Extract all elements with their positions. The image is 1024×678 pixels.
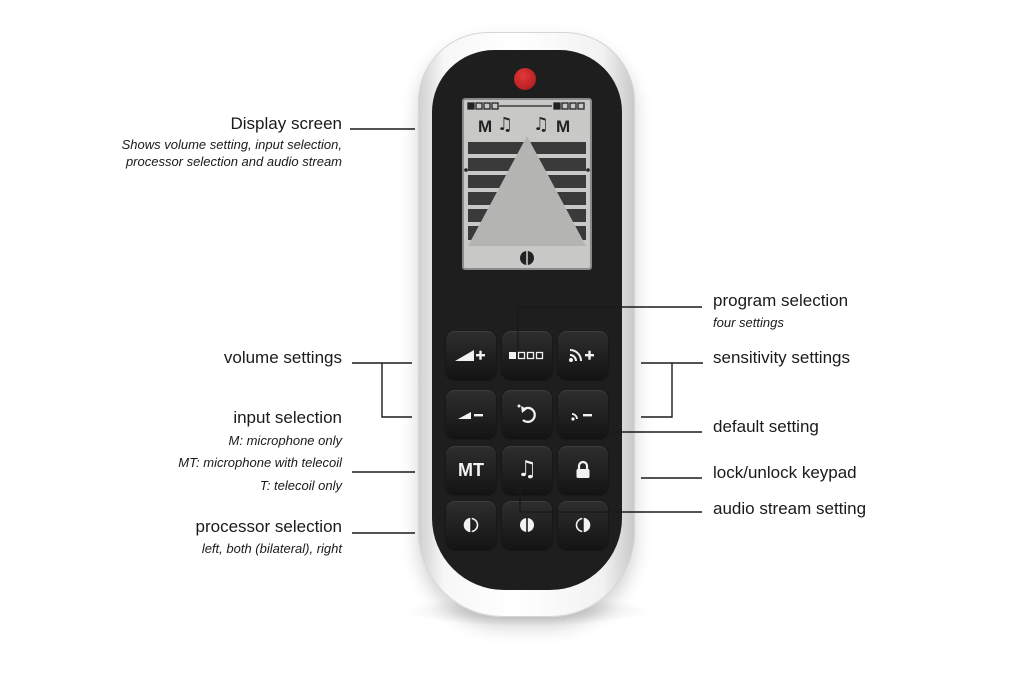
label-program-selection-title: program selection: [713, 291, 849, 310]
label-input-selection: input selection M: microphone only MT: m…: [178, 408, 342, 494]
default-setting-button[interactable]: [502, 390, 552, 438]
processor-left-icon: [463, 517, 479, 533]
lcd-processor-both-icon: [520, 250, 534, 266]
processor-left-button[interactable]: [446, 501, 496, 549]
label-program-selection: program selection four settings: [713, 291, 848, 331]
label-input-selection-line2: MT: microphone with telecoil: [178, 455, 342, 471]
lcd-left-dot: [464, 168, 468, 172]
sensitivity-up-button[interactable]: [558, 331, 608, 379]
processor-both-icon: [520, 517, 534, 533]
display-screen-graphic: M ♫ ♫ M: [464, 102, 590, 266]
lcd-right-note-icon: ♫: [533, 114, 549, 135]
input-selection-label: MT: [458, 460, 484, 480]
label-audio-stream: audio stream setting: [713, 499, 866, 519]
label-input-selection-line1: M: microphone only: [228, 432, 342, 448]
lcd-right-mode: M: [556, 117, 570, 136]
label-processor-selection-title: processor selection: [195, 517, 342, 536]
sensitivity-up-icon: [569, 349, 594, 362]
label-lock-keypad: lock/unlock keypad: [713, 463, 857, 483]
audio-stream-button[interactable]: ♫: [502, 446, 552, 494]
label-display-screen-line2: processor selection and audio stream: [125, 154, 342, 170]
lcd-left-mode: M: [478, 117, 492, 136]
sensitivity-down-icon: [571, 413, 592, 421]
label-display-screen: Display screen Shows volume setting, inp…: [122, 114, 342, 171]
volume-up-icon: [455, 350, 485, 361]
label-display-screen-line1: Shows volume setting, input selection,: [121, 136, 342, 152]
label-volume-settings: volume settings: [224, 348, 342, 368]
label-default-setting-title: default setting: [713, 417, 819, 436]
music-note-icon: ♫: [517, 457, 537, 482]
label-sensitivity-settings-title: sensitivity settings: [713, 348, 850, 367]
volume-up-button[interactable]: [446, 331, 496, 379]
volume-down-button[interactable]: [446, 390, 496, 438]
program-indicator-icon: [509, 351, 544, 360]
sensitivity-down-button[interactable]: [558, 390, 608, 438]
leader-volume-bracket: [381, 363, 412, 418]
label-processor-selection-line1: left, both (bilateral), right: [201, 540, 342, 556]
lcd-left-note-icon: ♫: [497, 114, 513, 135]
lock-icon: [576, 460, 590, 478]
label-lock-keypad-title: lock/unlock keypad: [713, 463, 857, 482]
program-button[interactable]: [502, 331, 552, 379]
label-default-setting: default setting: [713, 417, 819, 437]
lcd-program-indicators-left: [467, 102, 499, 110]
reset-icon: [517, 404, 536, 423]
processor-both-button[interactable]: [502, 501, 552, 549]
label-audio-stream-title: audio stream setting: [713, 499, 867, 518]
input-selection-button[interactable]: MT: [446, 446, 496, 494]
label-sensitivity-settings: sensitivity settings: [713, 348, 850, 368]
lcd-volume-triangle: [468, 136, 586, 246]
volume-down-icon: [458, 412, 483, 419]
lock-button[interactable]: [558, 446, 608, 494]
label-program-selection-line1: four settings: [713, 314, 784, 330]
brand-logo-icon: [514, 68, 536, 90]
processor-right-button[interactable]: [558, 501, 608, 549]
label-display-screen-title: Display screen: [230, 114, 343, 133]
display-screen: M ♫ ♫ M: [462, 98, 592, 270]
processor-right-icon: [575, 517, 591, 533]
lcd-program-indicators-right: [553, 102, 585, 110]
label-processor-selection: processor selection left, both (bilatera…: [196, 517, 342, 557]
leader-sensitivity-bracket: [641, 363, 673, 418]
label-volume-settings-title: volume settings: [223, 348, 342, 367]
label-input-selection-line3: T: telecoil only: [259, 477, 342, 493]
lcd-right-dot: [586, 168, 590, 172]
label-input-selection-title: input selection: [233, 408, 342, 427]
